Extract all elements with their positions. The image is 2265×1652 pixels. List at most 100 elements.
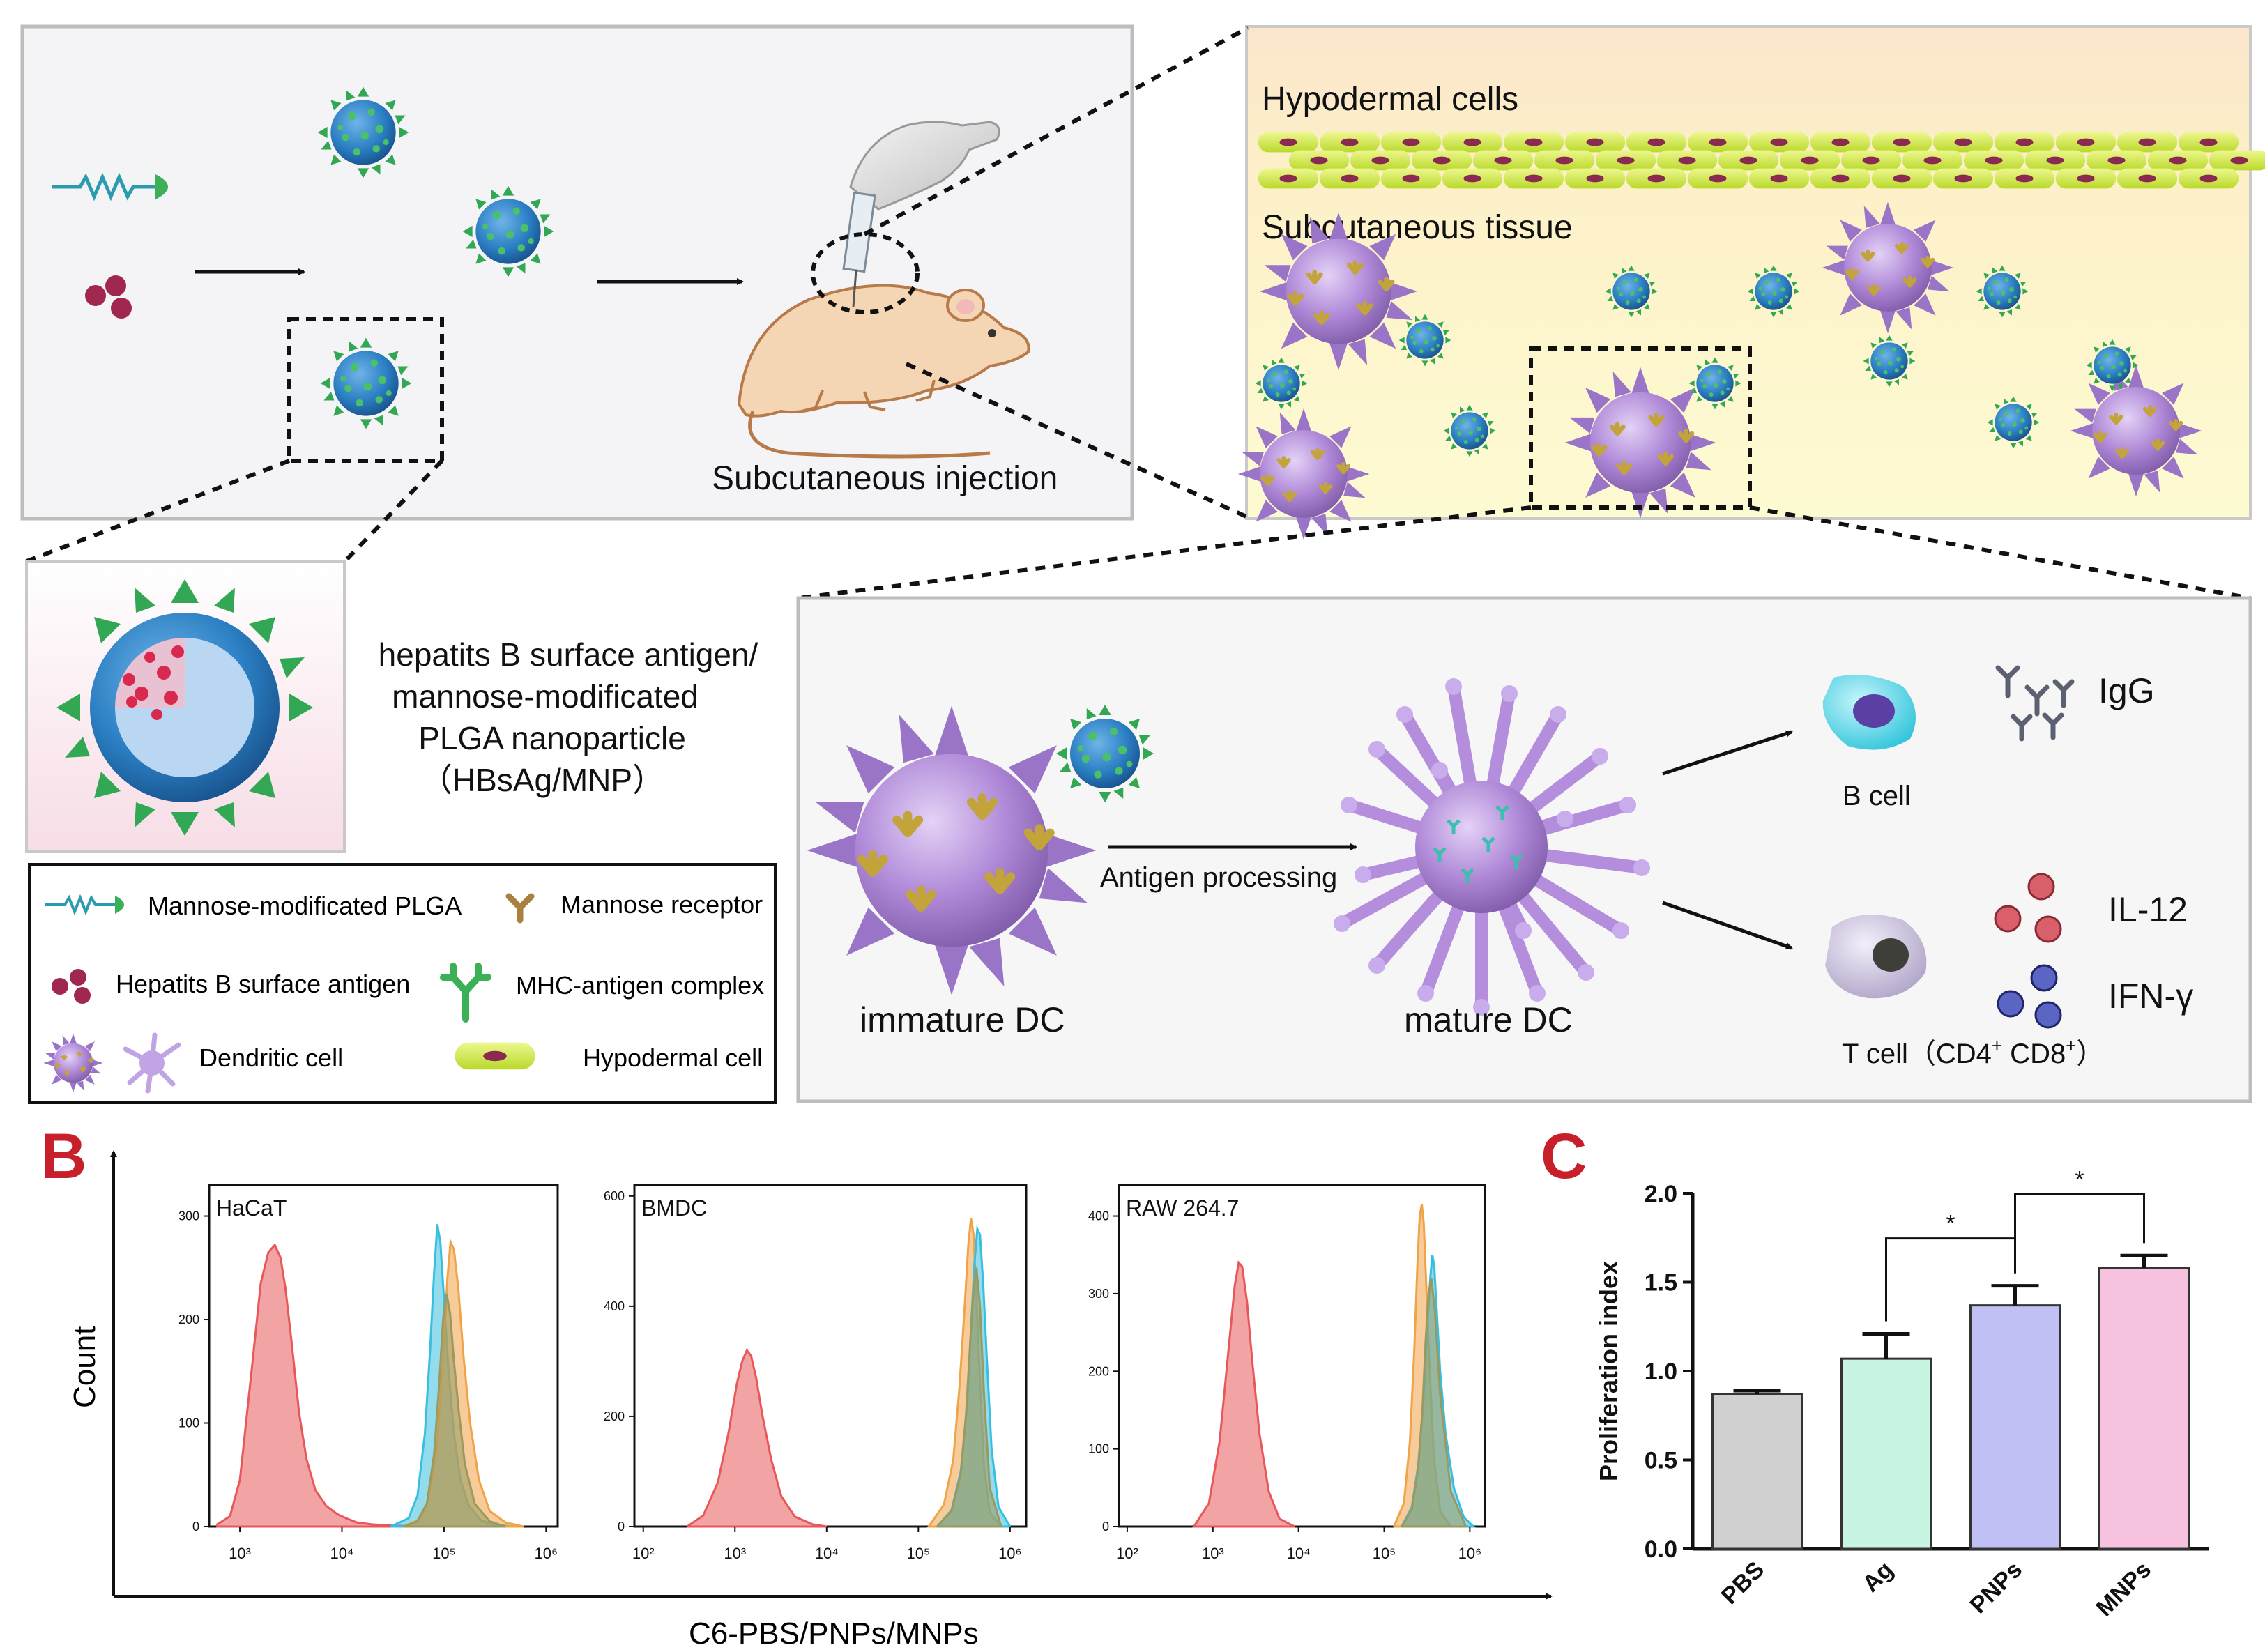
- significance-label: *: [1946, 1211, 1955, 1237]
- nanoparticle-icon: [1056, 705, 1154, 802]
- hypodermal-cell-icon: [1564, 168, 1626, 189]
- y-tick-label: 0: [618, 1520, 625, 1534]
- bcell-label: B cell: [1843, 781, 1911, 811]
- injection-box: [20, 24, 1134, 521]
- dendrite-tip: [1592, 748, 1608, 765]
- legend-hypodermal: Hypodermal cell: [583, 1043, 763, 1072]
- x-tick-label: 10⁵: [432, 1545, 456, 1562]
- legend-hbsag-icon: [52, 969, 91, 1004]
- y-tick-label: 200: [604, 1409, 625, 1423]
- hypodermal-cell-icon: [1779, 150, 1840, 171]
- arrow-to-bcell: [1662, 730, 1793, 776]
- hypodermal-cell-icon: [2086, 150, 2147, 171]
- hypodermal-cell-layer: [1258, 132, 2265, 189]
- tcell-plus-1: +: [1992, 1035, 2002, 1056]
- dendritic-cell-icon: [1565, 367, 1716, 519]
- hypodermal-cell-icon: [1994, 132, 2055, 153]
- bar-category-label: MNPs: [2091, 1557, 2156, 1622]
- ifn-cytokine-icon: [1997, 964, 2062, 1029]
- dendrite-tip: [1612, 922, 1629, 939]
- np-description: hepatits B surface antigen/ mannose-modi…: [379, 636, 758, 798]
- bar-y-tick-label: 0.5: [1645, 1448, 1677, 1474]
- histogram-series: [216, 1243, 422, 1528]
- hypodermal-cell-icon: [1411, 150, 1472, 171]
- histogram-title: RAW 264.7: [1126, 1195, 1239, 1221]
- hypodermal-cell-icon: [1687, 168, 1748, 189]
- nanoparticle-icon: [2086, 339, 2139, 392]
- y-tick-label: 600: [604, 1189, 625, 1203]
- ifn-label: IFN-γ: [2108, 977, 2193, 1016]
- dendrite-tip: [1341, 797, 1357, 813]
- hypodermal-cell-icon: [1442, 132, 1503, 153]
- hypodermal-cell-icon: [1871, 132, 1932, 153]
- dendritic-cell-icon: [1822, 202, 1954, 334]
- hypodermal-cell-icon: [1626, 168, 1687, 189]
- y-tick-label: 100: [178, 1416, 199, 1430]
- nanoparticle-icon: [1863, 335, 1916, 388]
- legend-mannose-receptor: Mannose receptor: [560, 890, 763, 919]
- zoom-connectors: [24, 26, 2251, 600]
- bar: [1840, 1357, 1932, 1550]
- legend-mature-dc-icon: [123, 1032, 181, 1094]
- legend-mannose-plga-icon: [45, 894, 124, 916]
- dc-zoom-box: [1529, 346, 1752, 510]
- hypodermal-cell-icon: [2209, 150, 2265, 171]
- immature-dc-icon: [807, 706, 1097, 995]
- hypodermal-cell-icon: [1380, 132, 1442, 153]
- x-tick-label: 10²: [1116, 1545, 1138, 1562]
- dendritic-cell-icon: [1238, 408, 1370, 540]
- nanoparticle-icon: [1443, 404, 1496, 457]
- mhc-marker: [1495, 805, 1509, 820]
- histogram-title: HaCaT: [216, 1195, 287, 1221]
- nanoparticle-icon: [1398, 314, 1451, 367]
- hypodermal-cell-icon: [1626, 132, 1687, 153]
- nanoparticle-icon: [317, 86, 409, 178]
- mannose-plga-icon: [52, 172, 168, 201]
- bar: [1711, 1393, 1803, 1550]
- hypodermal-cell-icon: [1840, 150, 1902, 171]
- x-tick-label: 10⁵: [907, 1545, 931, 1562]
- histogram-series: [403, 1293, 506, 1528]
- bar-y-tick-label: 1.5: [1645, 1270, 1677, 1297]
- mature-dc-icon: [1334, 678, 1650, 1016]
- x-tick-label: 10⁶: [998, 1545, 1022, 1562]
- hypodermal-cell-icon: [1810, 132, 1871, 153]
- tcell-mid: CD8: [2002, 1039, 2066, 1069]
- np-zoom-box: [287, 317, 444, 463]
- bar-y-tick-label: 0.0: [1645, 1536, 1677, 1563]
- nanoparticle-icon: [1987, 396, 2040, 449]
- tcell-icon: [1825, 915, 1927, 999]
- y-tick-label: 400: [604, 1299, 625, 1313]
- y-tick-label: 400: [1088, 1209, 1109, 1223]
- bar: [2098, 1267, 2190, 1550]
- bar-y-tick-label: 2.0: [1645, 1181, 1677, 1207]
- bar-category-label: PBS: [1716, 1557, 1769, 1609]
- mhc-marker: [1433, 847, 1447, 862]
- igg-antibody-icon: [1995, 665, 2075, 742]
- hypodermal-cell-icon: [1810, 168, 1871, 189]
- bar-ylabel: Proliferation index: [1594, 1261, 1623, 1481]
- hypodermal-cell-icon: [2178, 168, 2239, 189]
- hypodermal-cell-icon: [1595, 150, 1656, 171]
- hypodermal-cell-icon: [1319, 168, 1380, 189]
- x-tick-label: 10⁶: [1458, 1545, 1482, 1562]
- hypodermal-cell-icon: [1534, 150, 1595, 171]
- hypodermal-cell-icon: [1963, 150, 2024, 171]
- y-tick-label: 200: [1088, 1364, 1109, 1378]
- tcell-plus-2: +: [2066, 1035, 2076, 1056]
- legend-mannose-plga: Mannose-modificated PLGA: [148, 892, 462, 920]
- injection-label: Subcutaneous injection: [712, 460, 1058, 497]
- nanoparticle-icon: [1255, 357, 1308, 410]
- hypodermal-cell-icon: [1380, 168, 1442, 189]
- x-tick-label: 10²: [632, 1545, 655, 1562]
- dendrite-tip: [1334, 915, 1350, 932]
- histogram-title: BMDC: [641, 1195, 707, 1221]
- hypodermal-cell-icon: [1288, 150, 1350, 171]
- y-tick-label: 100: [1088, 1442, 1109, 1456]
- significance-label: *: [2075, 1166, 2084, 1193]
- dendrite-tip: [1431, 762, 1448, 779]
- hbsag-icon: [85, 275, 132, 319]
- legend-hypodermal-icon: [455, 1042, 535, 1070]
